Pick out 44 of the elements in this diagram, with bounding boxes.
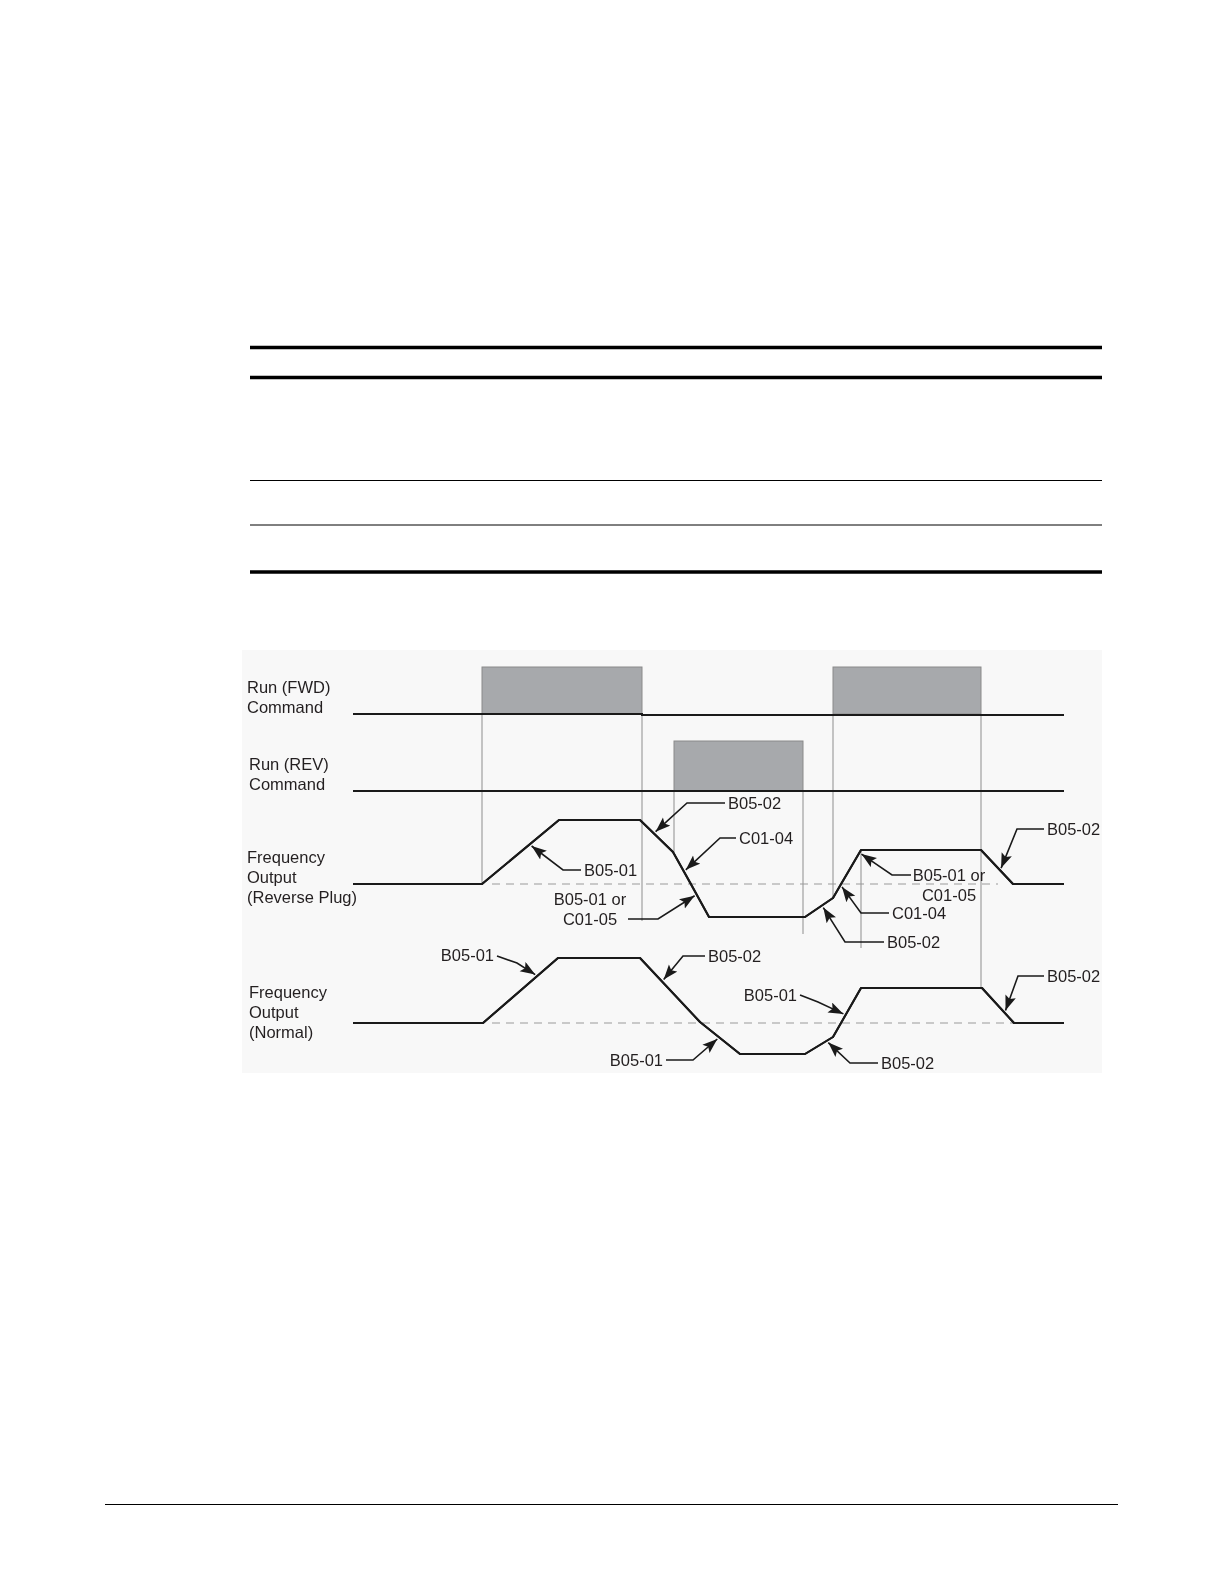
leader-line	[530, 845, 582, 871]
leader-line	[860, 853, 912, 876]
waveform-ramp	[832, 987, 862, 1038]
leader-line	[662, 955, 706, 981]
waveform-ramp	[690, 883, 710, 918]
callout-label: B05-01 or C01-05	[552, 889, 628, 929]
waveform-ramp	[832, 883, 842, 899]
waveform-ramp	[981, 987, 1015, 1024]
waveform-ramp	[639, 957, 701, 1023]
callout-label: B05-01	[606, 1050, 666, 1070]
leader-line	[1000, 828, 1045, 869]
waveform-ramp	[840, 849, 862, 885]
leader-line	[665, 1038, 719, 1061]
callout-label: B05-02	[878, 1053, 938, 1073]
signal-label: Run (REV) Command	[249, 754, 330, 794]
leader-line	[841, 886, 890, 914]
callout-label: C01-04	[736, 828, 797, 848]
leader-line	[496, 955, 536, 976]
waveform-ramp	[672, 851, 692, 885]
callout-label: B05-01	[437, 945, 497, 965]
signal-label: Frequency Output (Reverse Plug)	[247, 847, 359, 907]
leader-line	[822, 906, 885, 943]
callout-label: B05-02	[705, 946, 765, 966]
waveform-ramp	[699, 1021, 741, 1055]
leader-line	[1004, 975, 1045, 1012]
callout-label: B05-02	[1044, 966, 1104, 986]
leader-line	[685, 837, 737, 871]
waveform-ramp	[804, 897, 834, 918]
leader-line	[799, 994, 845, 1015]
leader-line	[654, 802, 726, 833]
callout-label: B05-01	[740, 985, 800, 1005]
waveform-ramp	[804, 1036, 834, 1055]
leader-line	[627, 895, 696, 920]
callout-label: B05-02	[884, 932, 944, 952]
callout-label: B05-01 or C01-05	[911, 865, 987, 905]
callout-label: B05-02	[1044, 819, 1104, 839]
signal-label: Frequency Output (Normal)	[249, 982, 328, 1042]
waveform-ramp	[481, 819, 560, 885]
leader-line	[827, 1041, 879, 1064]
signal-label: Run (FWD) Command	[247, 677, 332, 717]
callout-label: B05-02	[725, 793, 785, 813]
callout-label: C01-04	[889, 903, 950, 923]
waveform-ramp	[639, 819, 674, 853]
callout-label: B05-01	[581, 860, 641, 880]
